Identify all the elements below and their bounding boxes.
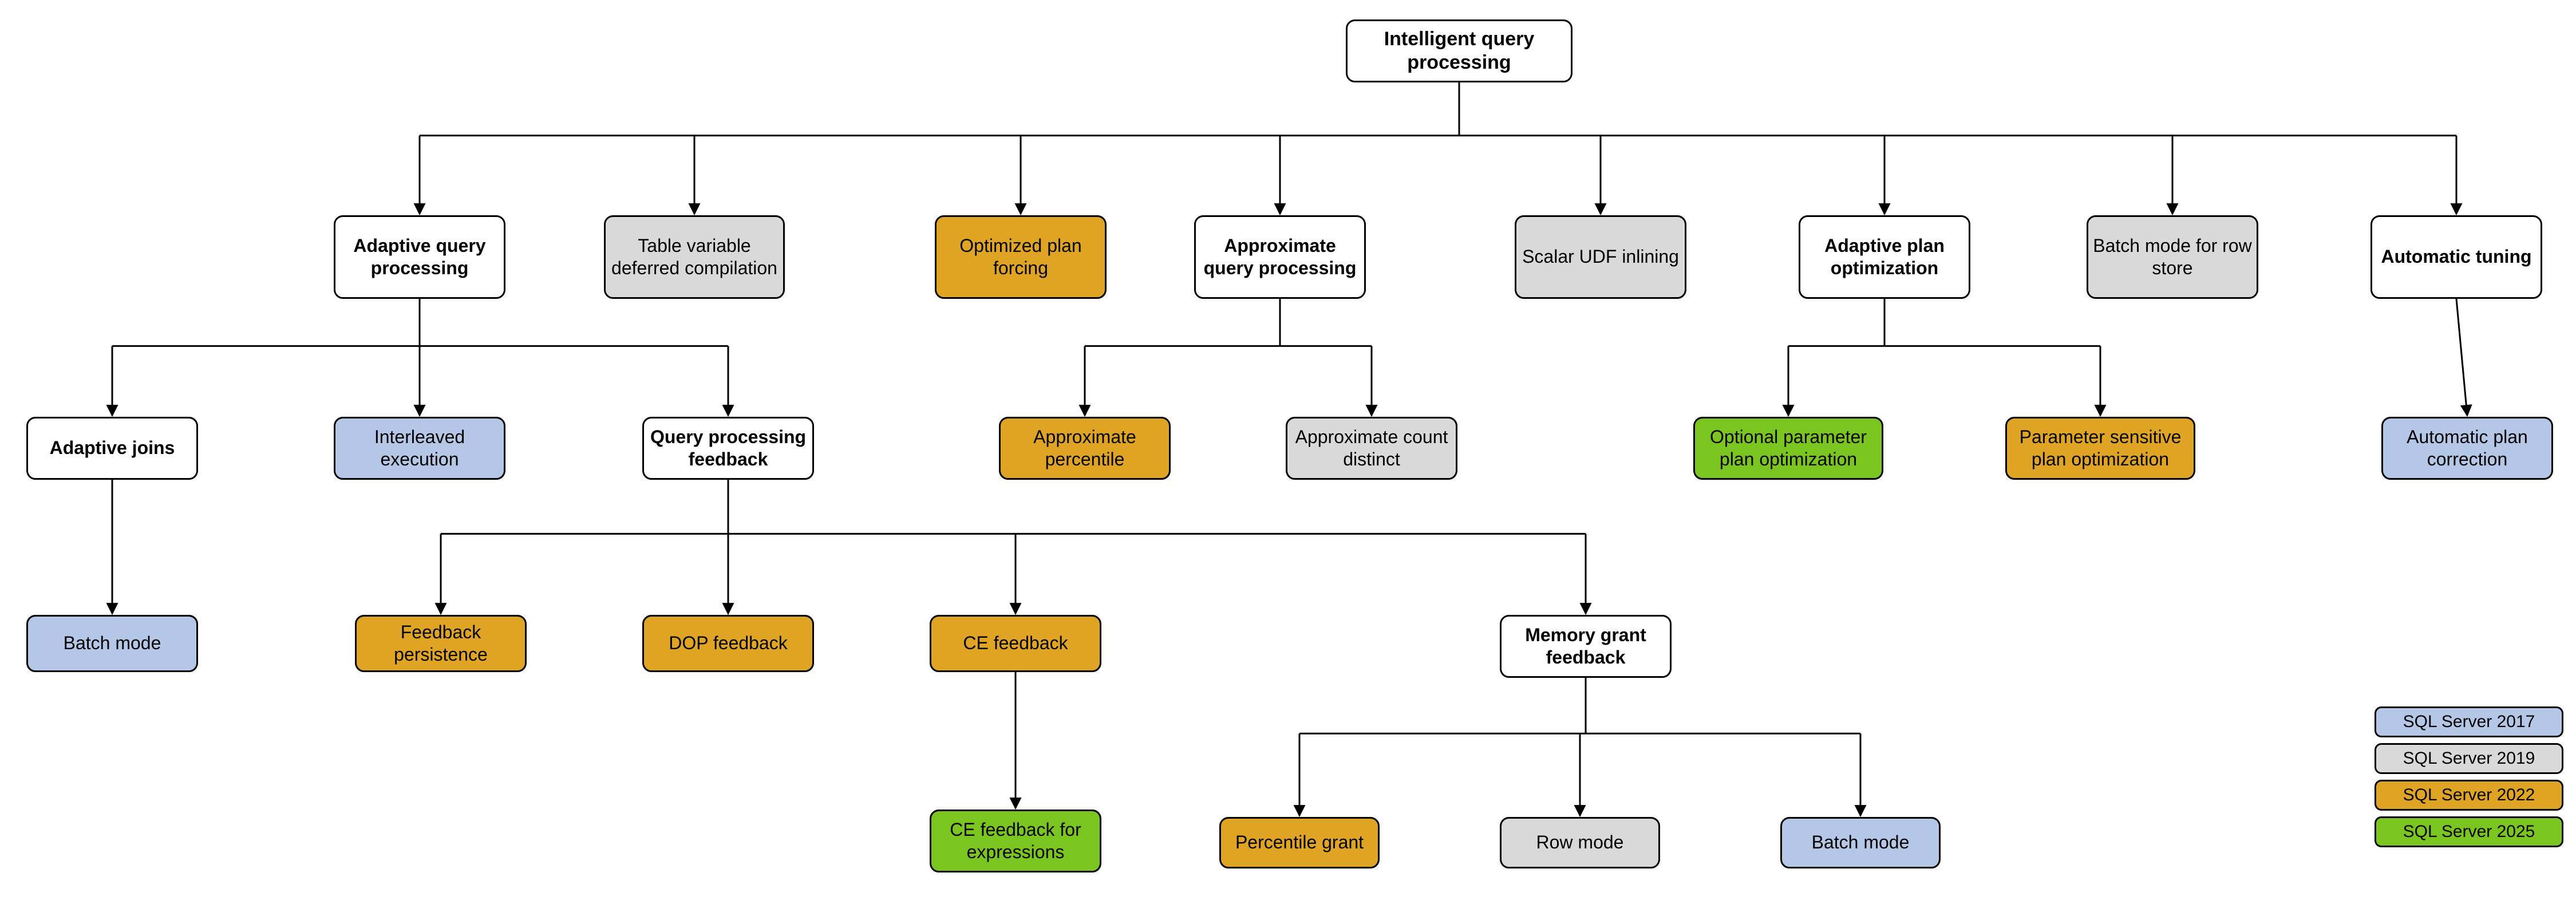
node-label: Automatic tuning xyxy=(2381,246,2532,267)
node-cef[interactable]: CE feedback xyxy=(930,615,1101,672)
legend-label: SQL Server 2019 xyxy=(2403,749,2535,768)
node-label: Query processing feedback xyxy=(650,426,807,469)
legend-item-sql-server-2022: SQL Server 2022 xyxy=(2374,780,2563,811)
node-label: CE feedback for expressions xyxy=(950,819,1081,862)
node-label: DOP feedback xyxy=(669,633,788,654)
node-apct[interactable]: Approximate percentile xyxy=(999,417,1171,480)
legend-item-sql-server-2025: SQL Server 2025 xyxy=(2374,816,2563,847)
node-rmode[interactable]: Row mode xyxy=(1500,817,1660,868)
node-label: Table variable deferred compilation xyxy=(611,235,777,278)
node-label: Batch mode for row store xyxy=(2093,235,2252,278)
node-opf[interactable]: Optimized plan forcing xyxy=(935,215,1107,299)
node-label: Adaptive joins xyxy=(49,437,175,459)
node-bmode1[interactable]: Batch mode xyxy=(26,615,198,672)
node-ilx[interactable]: Interleaved execution xyxy=(334,417,505,480)
node-autot[interactable]: Automatic tuning xyxy=(2370,215,2542,299)
node-bmode2[interactable]: Batch mode xyxy=(1780,817,1941,868)
node-label: Batch mode xyxy=(63,633,161,654)
node-label: Feedback persistence xyxy=(394,621,488,665)
node-label: Approximate percentile xyxy=(1033,426,1136,469)
node-qpf[interactable]: Query processing feedback xyxy=(642,417,814,480)
node-pgrant[interactable]: Percentile grant xyxy=(1219,817,1380,868)
node-apo[interactable]: Adaptive plan optimization xyxy=(1799,215,1970,299)
node-label: Row mode xyxy=(1536,832,1624,853)
node-bmrs[interactable]: Batch mode for row store xyxy=(2087,215,2258,299)
node-label: Parameter sensitive plan optimization xyxy=(2019,426,2182,469)
node-label: Interleaved execution xyxy=(374,426,465,469)
node-label: Adaptive query processing xyxy=(353,235,486,278)
node-label: Memory grant feedback xyxy=(1525,624,1646,668)
node-aqp[interactable]: Adaptive query processing xyxy=(334,215,505,299)
node-label: Approximate count distinct xyxy=(1295,426,1448,469)
node-ajoin[interactable]: Adaptive joins xyxy=(26,417,198,480)
node-sudf[interactable]: Scalar UDF inlining xyxy=(1515,215,1686,299)
node-tvdc[interactable]: Table variable deferred compilation xyxy=(604,215,785,299)
legend-label: SQL Server 2022 xyxy=(2403,785,2535,804)
node-label: Optional parameter plan optimization xyxy=(1710,426,1867,469)
node-label: Optimized plan forcing xyxy=(959,235,1082,278)
node-cefex[interactable]: CE feedback for expressions xyxy=(930,810,1101,872)
node-label: Automatic plan correction xyxy=(2407,426,2528,469)
legend-label: SQL Server 2017 xyxy=(2403,712,2535,731)
node-root[interactable]: Intelligent query processing xyxy=(1346,19,1573,82)
node-oppo[interactable]: Optional parameter plan optimization xyxy=(1693,417,1883,480)
node-apq[interactable]: Approximate query processing xyxy=(1194,215,1366,299)
node-label: Batch mode xyxy=(1811,832,1910,853)
node-label: CE feedback xyxy=(963,633,1068,654)
node-pspo[interactable]: Parameter sensitive plan optimization xyxy=(2005,417,2195,480)
node-label: Scalar UDF inlining xyxy=(1522,246,1679,267)
legend-label: SQL Server 2025 xyxy=(2403,822,2535,841)
node-label: Percentile grant xyxy=(1235,832,1364,853)
node-label: Intelligent query processing xyxy=(1384,27,1535,73)
node-fbp[interactable]: Feedback persistence xyxy=(355,615,527,672)
legend-item-sql-server-2017: SQL Server 2017 xyxy=(2374,706,2563,737)
node-apc[interactable]: Automatic plan correction xyxy=(2381,417,2553,480)
edge-autot-apc xyxy=(2455,298,2472,417)
node-label: Approximate query processing xyxy=(1203,235,1357,278)
legend-item-sql-server-2019: SQL Server 2019 xyxy=(2374,743,2563,774)
node-dopf[interactable]: DOP feedback xyxy=(642,615,814,672)
node-label: Adaptive plan optimization xyxy=(1824,235,1945,278)
node-acd[interactable]: Approximate count distinct xyxy=(1286,417,1457,480)
node-mgf[interactable]: Memory grant feedback xyxy=(1500,615,1672,678)
